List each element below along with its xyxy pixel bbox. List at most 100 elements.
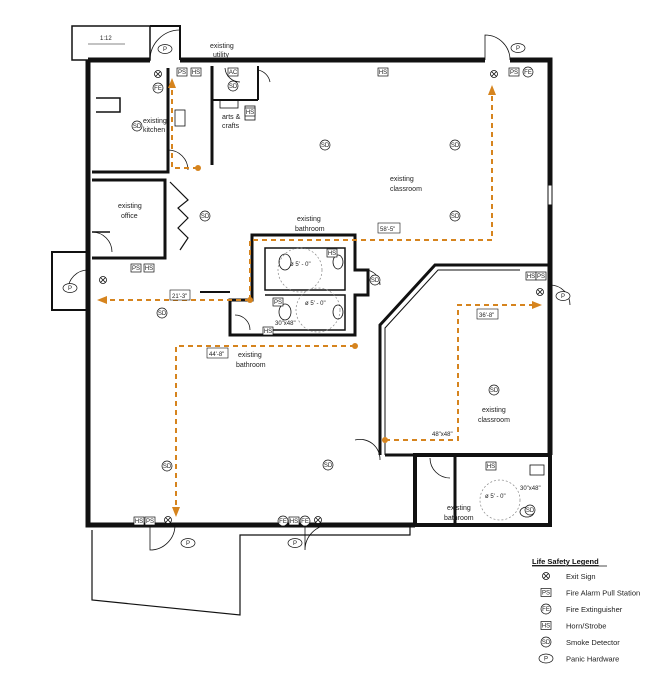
p-symbol-icon: P xyxy=(157,44,173,54)
clearance-2: ø 5' - 0" xyxy=(305,301,326,307)
room-bathroom-mid-line1: existing xyxy=(238,352,262,359)
hs-text: HS xyxy=(135,519,143,525)
legend-label: Fire Extinguisher xyxy=(566,605,623,614)
sd-symbol-icon: SD xyxy=(322,459,334,471)
hs-symbol-icon: HS xyxy=(377,67,389,77)
room-utility-line1: existing xyxy=(210,43,234,50)
room-classroom2-line2: classroom xyxy=(478,417,510,424)
sd-text: SD xyxy=(158,311,167,317)
room-classroom2-line1: existing xyxy=(482,407,506,414)
legend-item: FE Fire Extinguisher xyxy=(540,603,623,615)
hs-text: HS xyxy=(527,274,535,280)
hs-text: HS xyxy=(145,266,153,272)
ps-text: PS xyxy=(132,266,140,272)
sd-symbol-icon: SD xyxy=(369,274,381,286)
hs-symbol-icon: HS xyxy=(143,263,155,273)
p-symbol-icon: P xyxy=(555,291,571,301)
room-office-line1: existing xyxy=(118,203,142,210)
sd-text: SD xyxy=(324,463,333,469)
exit-sign-icon xyxy=(536,288,544,296)
sd-text: SD xyxy=(451,214,460,220)
sd-symbol-icon: SD xyxy=(199,210,211,222)
legend-item: HS Horn/Strobe xyxy=(540,621,606,631)
legend-exit-sign-icon xyxy=(542,572,550,580)
legend-label: Horn/Strobe xyxy=(566,622,606,631)
ps-text: PS xyxy=(510,70,518,76)
p-text: P xyxy=(163,47,167,53)
sd-text: SD xyxy=(229,84,238,90)
sd-symbol-icon: SD xyxy=(449,210,461,222)
dim-d1: 58'-5" xyxy=(380,227,395,233)
dimension-tags: 58'-5" 21'-3" 44'-8" 36'-8" 48"x48" ø 5'… xyxy=(169,222,541,500)
p-symbol-icon: P xyxy=(510,43,526,53)
legend-item: SD Smoke Detector xyxy=(540,636,620,648)
ps-text: PS xyxy=(146,519,154,525)
ac-symbol-icon: AC xyxy=(227,67,239,77)
fe-text: FE xyxy=(301,519,309,525)
ps-symbol-icon: PS xyxy=(508,67,520,77)
sd-text: SD xyxy=(542,640,551,646)
sd-symbol-icon: SD xyxy=(161,460,173,472)
hs-symbol-icon: HS xyxy=(288,516,300,526)
fe-text: FE xyxy=(154,86,162,92)
hs-text: HS xyxy=(487,464,495,470)
fe-symbol-icon: FE xyxy=(522,66,534,78)
fixture-2: 30"x48" xyxy=(520,486,541,492)
clearance-1: ø 5' - 0" xyxy=(290,262,311,268)
clearance-3: ø 5' - 0" xyxy=(485,494,506,500)
scale-label: 1:12 xyxy=(100,36,112,42)
legend-label: Fire Alarm Pull Station xyxy=(566,589,640,598)
ps-symbol-icon: PS xyxy=(272,297,284,307)
legend-label: Smoke Detector xyxy=(566,638,620,647)
room-bathroom-top-line1: existing xyxy=(297,216,321,223)
p-text: P xyxy=(561,294,565,300)
sd-symbol-icon: SD xyxy=(449,139,461,151)
sd-symbol-icon: SD xyxy=(524,504,536,516)
dim-d2: 21'-3" xyxy=(172,294,187,300)
fixture-1: 30"x48" xyxy=(275,321,296,327)
sd-symbol-icon: SD xyxy=(319,139,331,151)
hs-text: HS xyxy=(542,624,550,630)
fe-text: FE xyxy=(279,519,287,525)
hs-symbol-icon: HS xyxy=(485,461,497,471)
dim-d4: 36'-8" xyxy=(479,313,494,319)
ps-text: PS xyxy=(274,300,282,306)
hs-symbol-icon: HS xyxy=(525,271,537,281)
room-arts-line2: crafts xyxy=(222,123,240,130)
hs-symbol-icon: HS xyxy=(190,67,202,77)
room-kitchen-line2: kitchen xyxy=(143,127,165,134)
fe-symbol-icon: FE xyxy=(277,515,289,527)
room-utility-line2: utility xyxy=(213,52,229,59)
legend-item: Exit Sign xyxy=(542,572,596,581)
room-bathroom-top-line2: bathroom xyxy=(295,226,325,233)
sd-text: SD xyxy=(451,143,460,149)
ps-text: PS xyxy=(178,70,186,76)
room-classroom1-line1: existing xyxy=(390,176,414,183)
legend-hs-icon: HS xyxy=(540,621,552,630)
fe-text: FE xyxy=(542,607,550,613)
hs-text: HS xyxy=(264,329,272,335)
sd-text: SD xyxy=(133,124,142,130)
hs-text: HS xyxy=(290,519,298,525)
legend-p-icon: P xyxy=(538,653,554,664)
sd-text: SD xyxy=(163,464,172,470)
scale-box: 1:12 xyxy=(71,25,151,61)
p-text: P xyxy=(186,541,190,547)
room-office-line2: office xyxy=(121,213,138,220)
exit-sign-icon xyxy=(154,70,162,78)
hs-text: HS xyxy=(328,251,336,257)
room-bathroom-mid-line2: bathroom xyxy=(236,362,266,369)
egress-paths xyxy=(97,78,542,517)
p-text: P xyxy=(293,541,297,547)
hs-text: HS xyxy=(379,70,387,76)
doors xyxy=(67,29,571,551)
dim-d5: 48"x48" xyxy=(432,432,453,438)
ps-symbol-icon: PS xyxy=(176,67,188,77)
hs-symbol-icon: HS xyxy=(244,107,256,117)
exterior-walls xyxy=(51,25,553,616)
